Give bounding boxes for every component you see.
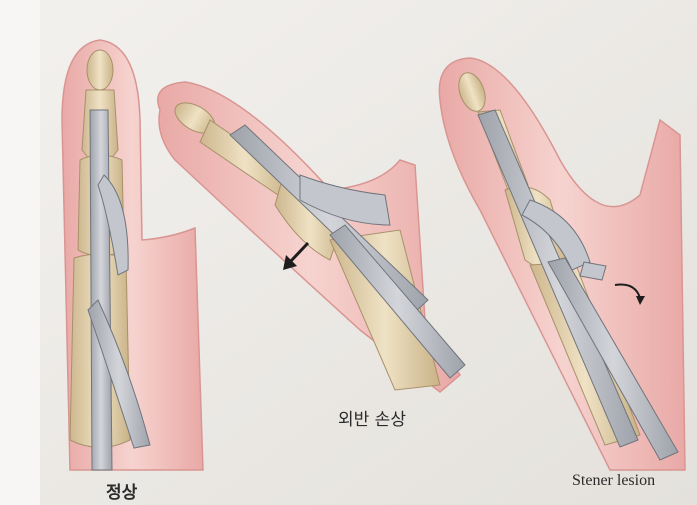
- distal-phalanx-normal: [87, 50, 113, 90]
- tendon-normal: [90, 110, 112, 470]
- caption-stener-lesion: Stener lesion: [572, 472, 655, 490]
- caption-normal: 정상: [106, 478, 137, 503]
- caption-valgus-injury: 외반 손상: [338, 405, 406, 430]
- page-margin: [0, 0, 40, 505]
